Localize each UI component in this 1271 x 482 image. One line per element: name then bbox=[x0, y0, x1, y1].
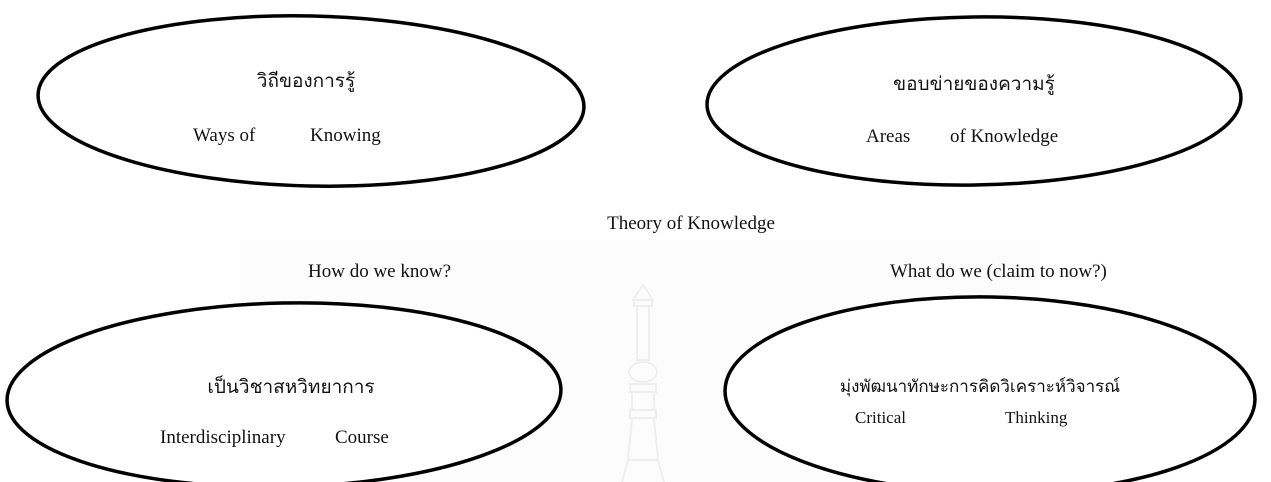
oval-top-right-thai: ขอบข่ายของความรู้ bbox=[893, 73, 1055, 95]
oval-top-right-english-2: of Knowledge bbox=[950, 126, 1059, 147]
oval-top-right bbox=[705, 15, 1243, 187]
right-question: What do we (claim to now?) bbox=[890, 261, 1107, 282]
oval-top-left-english-1: Ways of bbox=[193, 125, 256, 146]
oval-bottom-right bbox=[723, 295, 1257, 482]
oval-bottom-right-english-1: Critical bbox=[855, 408, 906, 427]
oval-top-left-english-2: Knowing bbox=[310, 125, 381, 146]
center-title: Theory of Knowledge bbox=[607, 213, 775, 234]
left-question: How do we know? bbox=[308, 261, 452, 282]
oval-top-left bbox=[36, 14, 586, 188]
oval-bottom-right-english-2: Thinking bbox=[1005, 408, 1068, 427]
oval-bottom-right-thai: มุ่งพัฒนาทักษะการคิดวิเคราะห์วิจารณ์ bbox=[839, 377, 1121, 397]
oval-bottom-left-english-2: Course bbox=[335, 427, 389, 448]
oval-bottom-left-english-1: Interdisciplinary bbox=[160, 427, 286, 448]
oval-top-right-english-1: Areas bbox=[866, 126, 911, 147]
oval-bottom-left bbox=[5, 301, 563, 482]
oval-bottom-left-thai: เป็นวิชาสหวิทยาการ bbox=[207, 376, 375, 398]
oval-top-left-thai: วิถีของการรู้ bbox=[256, 70, 356, 92]
